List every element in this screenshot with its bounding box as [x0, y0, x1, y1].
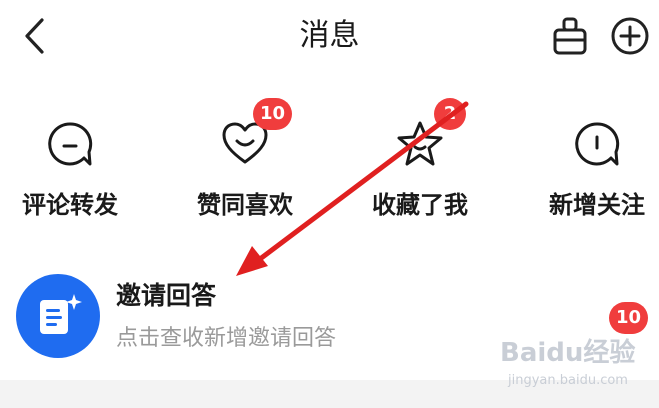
star-icon — [397, 121, 443, 166]
chevron-left-icon[interactable] — [14, 14, 58, 58]
invite-title: 邀请回答 — [116, 281, 217, 310]
comment-bubble-icon — [48, 122, 93, 166]
invite-icon-circle — [16, 274, 100, 358]
category-favorites[interactable]: 2 收藏了我 — [340, 90, 500, 240]
category-label: 赞同喜欢 — [197, 191, 293, 219]
message-categories: 评论转发 10 赞同喜欢 2 收藏了我 新增关注 — [0, 90, 659, 240]
watermark-brand: Baidu经验 — [500, 338, 636, 368]
category-label: 评论转发 — [22, 191, 118, 219]
watermark: Baidu经验 jingyan.baidu.com — [500, 336, 650, 400]
category-comments-forwards[interactable]: 评论转发 — [0, 90, 150, 240]
category-label: 新增关注 — [549, 191, 645, 219]
page-title: 消息 — [299, 18, 360, 53]
watermark-url: jingyan.baidu.com — [508, 373, 628, 388]
plus-circle-icon[interactable] — [608, 14, 652, 58]
document-sparkle-icon — [40, 294, 82, 334]
category-label: 收藏了我 — [372, 191, 468, 219]
invite-badge: 10 — [609, 302, 649, 334]
invite-answer-item[interactable]: 邀请回答 点击查收新增邀请回答 10 — [0, 262, 659, 380]
favorites-badge: 2 — [434, 98, 466, 130]
likes-badge: 10 — [253, 98, 293, 130]
follow-bubble-icon — [575, 122, 620, 166]
category-new-followers[interactable]: 新增关注 — [517, 90, 659, 240]
category-likes[interactable]: 10 赞同喜欢 — [165, 90, 325, 240]
broom-icon[interactable] — [548, 14, 592, 58]
section-divider — [0, 380, 659, 408]
invite-subtitle: 点击查收新增邀请回答 — [116, 326, 337, 351]
header-bar: 消息 — [0, 0, 659, 72]
